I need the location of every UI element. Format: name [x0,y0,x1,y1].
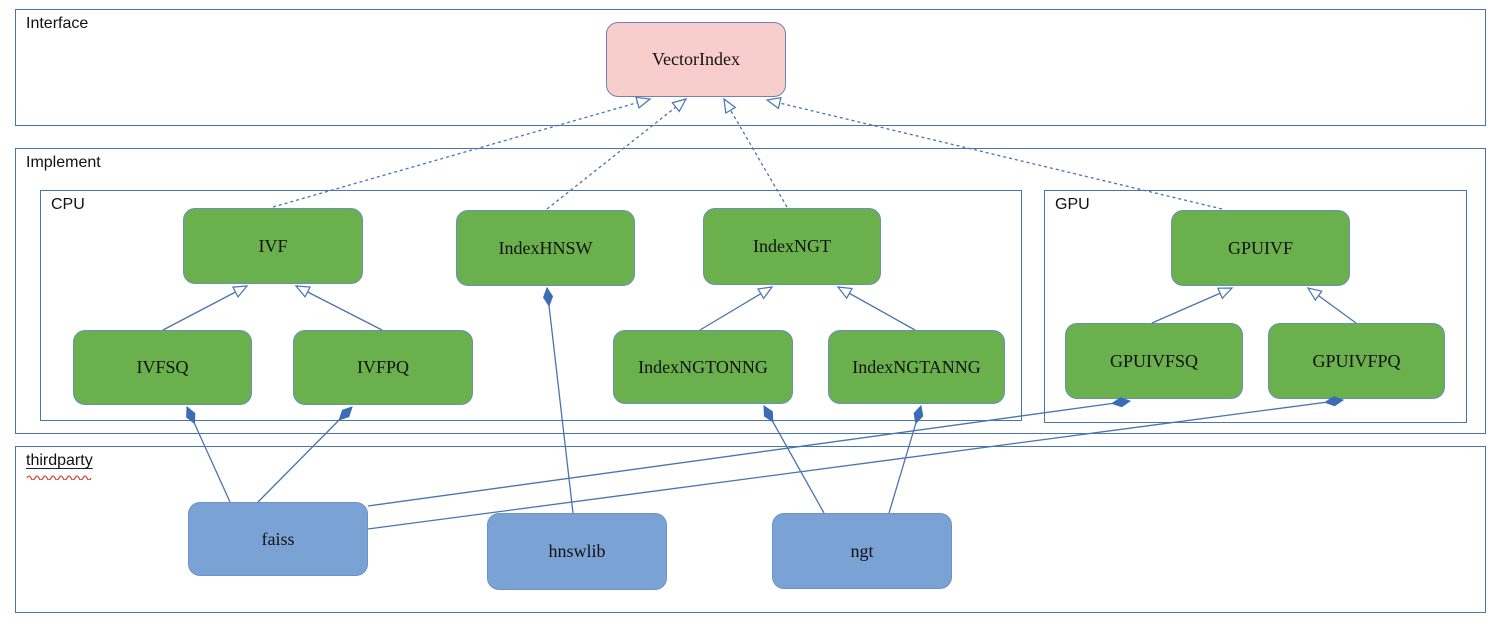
node-vectorindex-label: VectorIndex [652,49,740,69]
node-ivf[interactable]: IVF [183,208,363,284]
node-indexhnsw-label: IndexHNSW [498,237,593,258]
node-gpuivf-label: GPUIVF [1227,237,1293,258]
node-indexngtanng-label: IndexNGTANNG [852,356,981,377]
node-ivfpq[interactable]: IVFPQ [293,330,473,405]
node-ngt[interactable]: ngt [772,513,952,589]
node-ivfsq-label: IVFSQ [136,357,189,377]
node-gpuivfpq[interactable]: GPUIVFPQ [1268,323,1445,399]
node-indexngtonng-label: IndexNGTONNG [638,356,768,377]
node-hnswlib-label: hnswlib [548,541,606,561]
node-hnswlib[interactable]: hnswlib [487,513,667,590]
node-ivf-label: IVF [258,235,288,256]
node-indexngt-label: IndexNGT [753,236,831,256]
section-cpu-label: CPU [51,196,85,213]
node-vectorindex[interactable]: VectorIndex [606,22,786,97]
node-ngt-label: ngt [850,540,874,561]
node-gpuivfsq-label: GPUIVFSQ [1109,350,1199,371]
section-gpu-label: GPU [1055,196,1090,213]
node-indexngt[interactable]: IndexNGT [703,208,881,285]
node-indexhnsw[interactable]: IndexHNSW [456,210,635,286]
node-indexngtonng[interactable]: IndexNGTONNG [613,330,793,404]
section-implement-label: Implement [26,154,101,171]
node-ivfsq[interactable]: IVFSQ [73,330,252,405]
node-gpuivfpq-label: GPUIVFPQ [1312,350,1401,371]
node-faiss[interactable]: faiss [188,502,368,576]
node-ivfpq-label: IVFPQ [356,357,409,377]
node-gpuivfsq[interactable]: GPUIVFSQ [1065,323,1243,399]
section-interface-label: Interface [26,15,89,32]
spellcheck-squiggle-icon [26,475,92,480]
node-indexngtanng[interactable]: IndexNGTANNG [828,330,1005,404]
section-thirdparty-label: thirdparty [26,452,93,469]
node-gpuivf[interactable]: GPUIVF [1171,210,1350,286]
node-faiss-label: faiss [261,528,295,549]
